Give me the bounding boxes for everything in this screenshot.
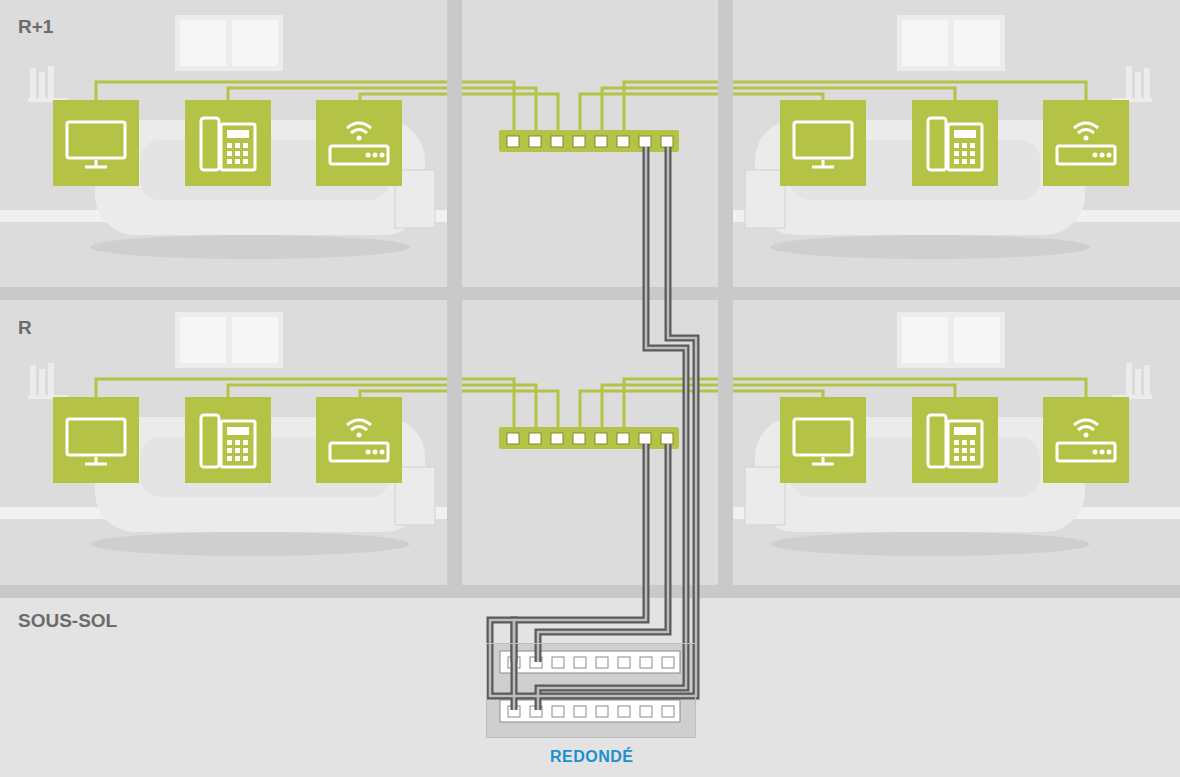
redundant-switch-box: REDONDÉ — [486, 643, 696, 738]
box-heading: REDONDÉ — [550, 749, 634, 765]
floor-label: R+1 — [18, 17, 53, 36]
floor-label: R — [18, 318, 32, 337]
floor-label: SOUS-SOL — [18, 611, 117, 630]
